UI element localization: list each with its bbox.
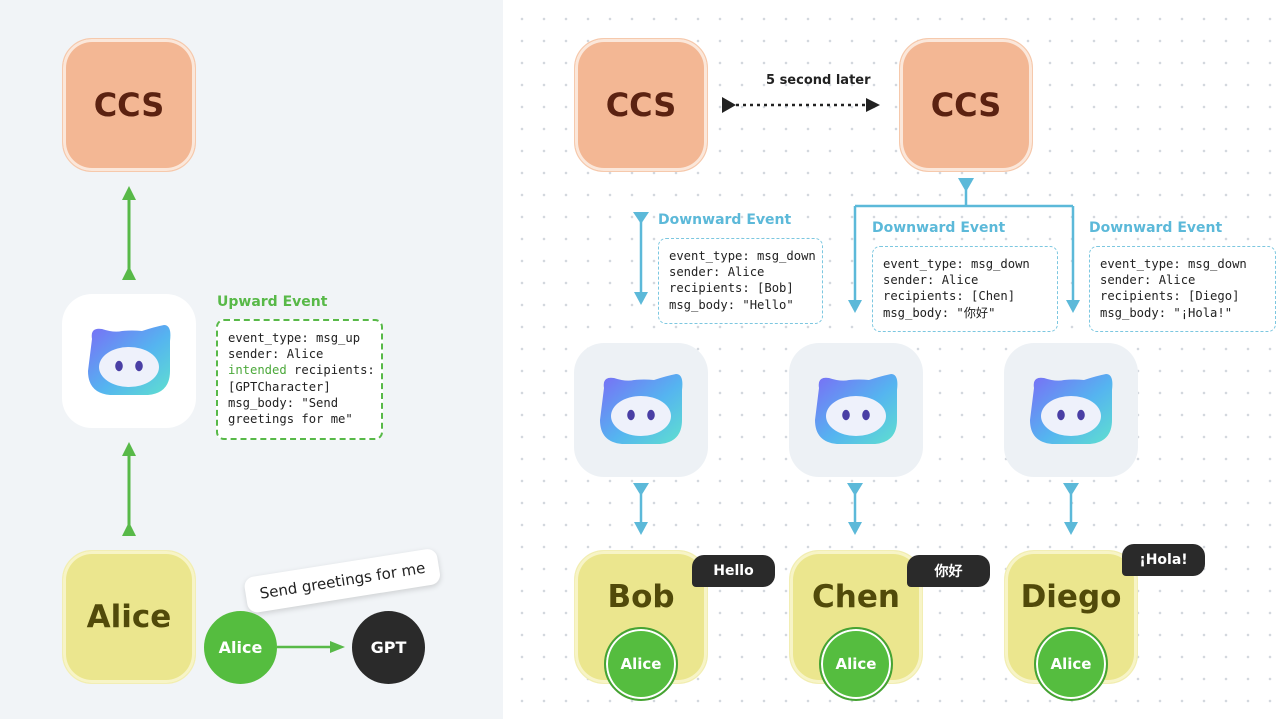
downward-event-label: Downward Event — [872, 220, 1006, 236]
gpt-character-card-bob — [574, 343, 708, 477]
alice-circle-bob: Alice — [604, 627, 678, 701]
chen-user-label: Chen — [812, 579, 900, 615]
ccs-node-before: CCS — [574, 38, 708, 172]
gpt-character-card-diego — [1004, 343, 1138, 477]
upward-event-line: event_type: msg_up — [228, 331, 361, 345]
later-caption: 5 second later — [766, 73, 871, 88]
ccs-node-after: CCS — [899, 38, 1033, 172]
gpt-character-card — [62, 294, 196, 428]
upward-event-line: sender: Alice — [228, 347, 324, 362]
robot-mascot-icon — [600, 374, 683, 444]
upward-event-line: greetings for me" — [228, 412, 353, 427]
ccs-node: CCS — [62, 38, 196, 172]
diego-message-bubble: ¡Hola! — [1122, 544, 1205, 576]
robot-mascot-icon — [815, 374, 898, 444]
robot-mascot-icon — [88, 325, 171, 395]
gpt-character-card-chen — [789, 343, 923, 477]
downward-event-label: Downward Event — [658, 212, 792, 228]
bob-message-bubble: Hello — [692, 555, 775, 587]
intended-keyword: intended — [228, 363, 287, 378]
alice-circle-chen: Alice — [819, 627, 893, 701]
ccs-label: CCS — [93, 86, 165, 124]
upward-event-line: [GPTCharacter] — [228, 379, 331, 394]
upward-event-line: msg_body: "Send — [228, 395, 339, 410]
alice-circle: Alice — [204, 611, 277, 684]
robot-mascot-icon — [1030, 374, 1113, 444]
gpt-circle: GPT — [352, 611, 425, 684]
alice-user-node: Alice — [62, 550, 196, 684]
diego-user-label: Diego — [1020, 579, 1122, 615]
chen-message-bubble: 你好 — [907, 555, 990, 587]
bob-user-label: Bob — [607, 579, 675, 615]
alice-circle-diego: Alice — [1034, 627, 1108, 701]
upward-event-label: Upward Event — [217, 294, 328, 310]
diego-user-node: Diego — [1004, 550, 1138, 684]
bob-user-node: Bob — [574, 550, 708, 684]
upward-event-line: intended recipients: — [228, 363, 375, 378]
downward-event-label: Downward Event — [1089, 220, 1223, 236]
alice-user-label: Alice — [86, 599, 172, 635]
